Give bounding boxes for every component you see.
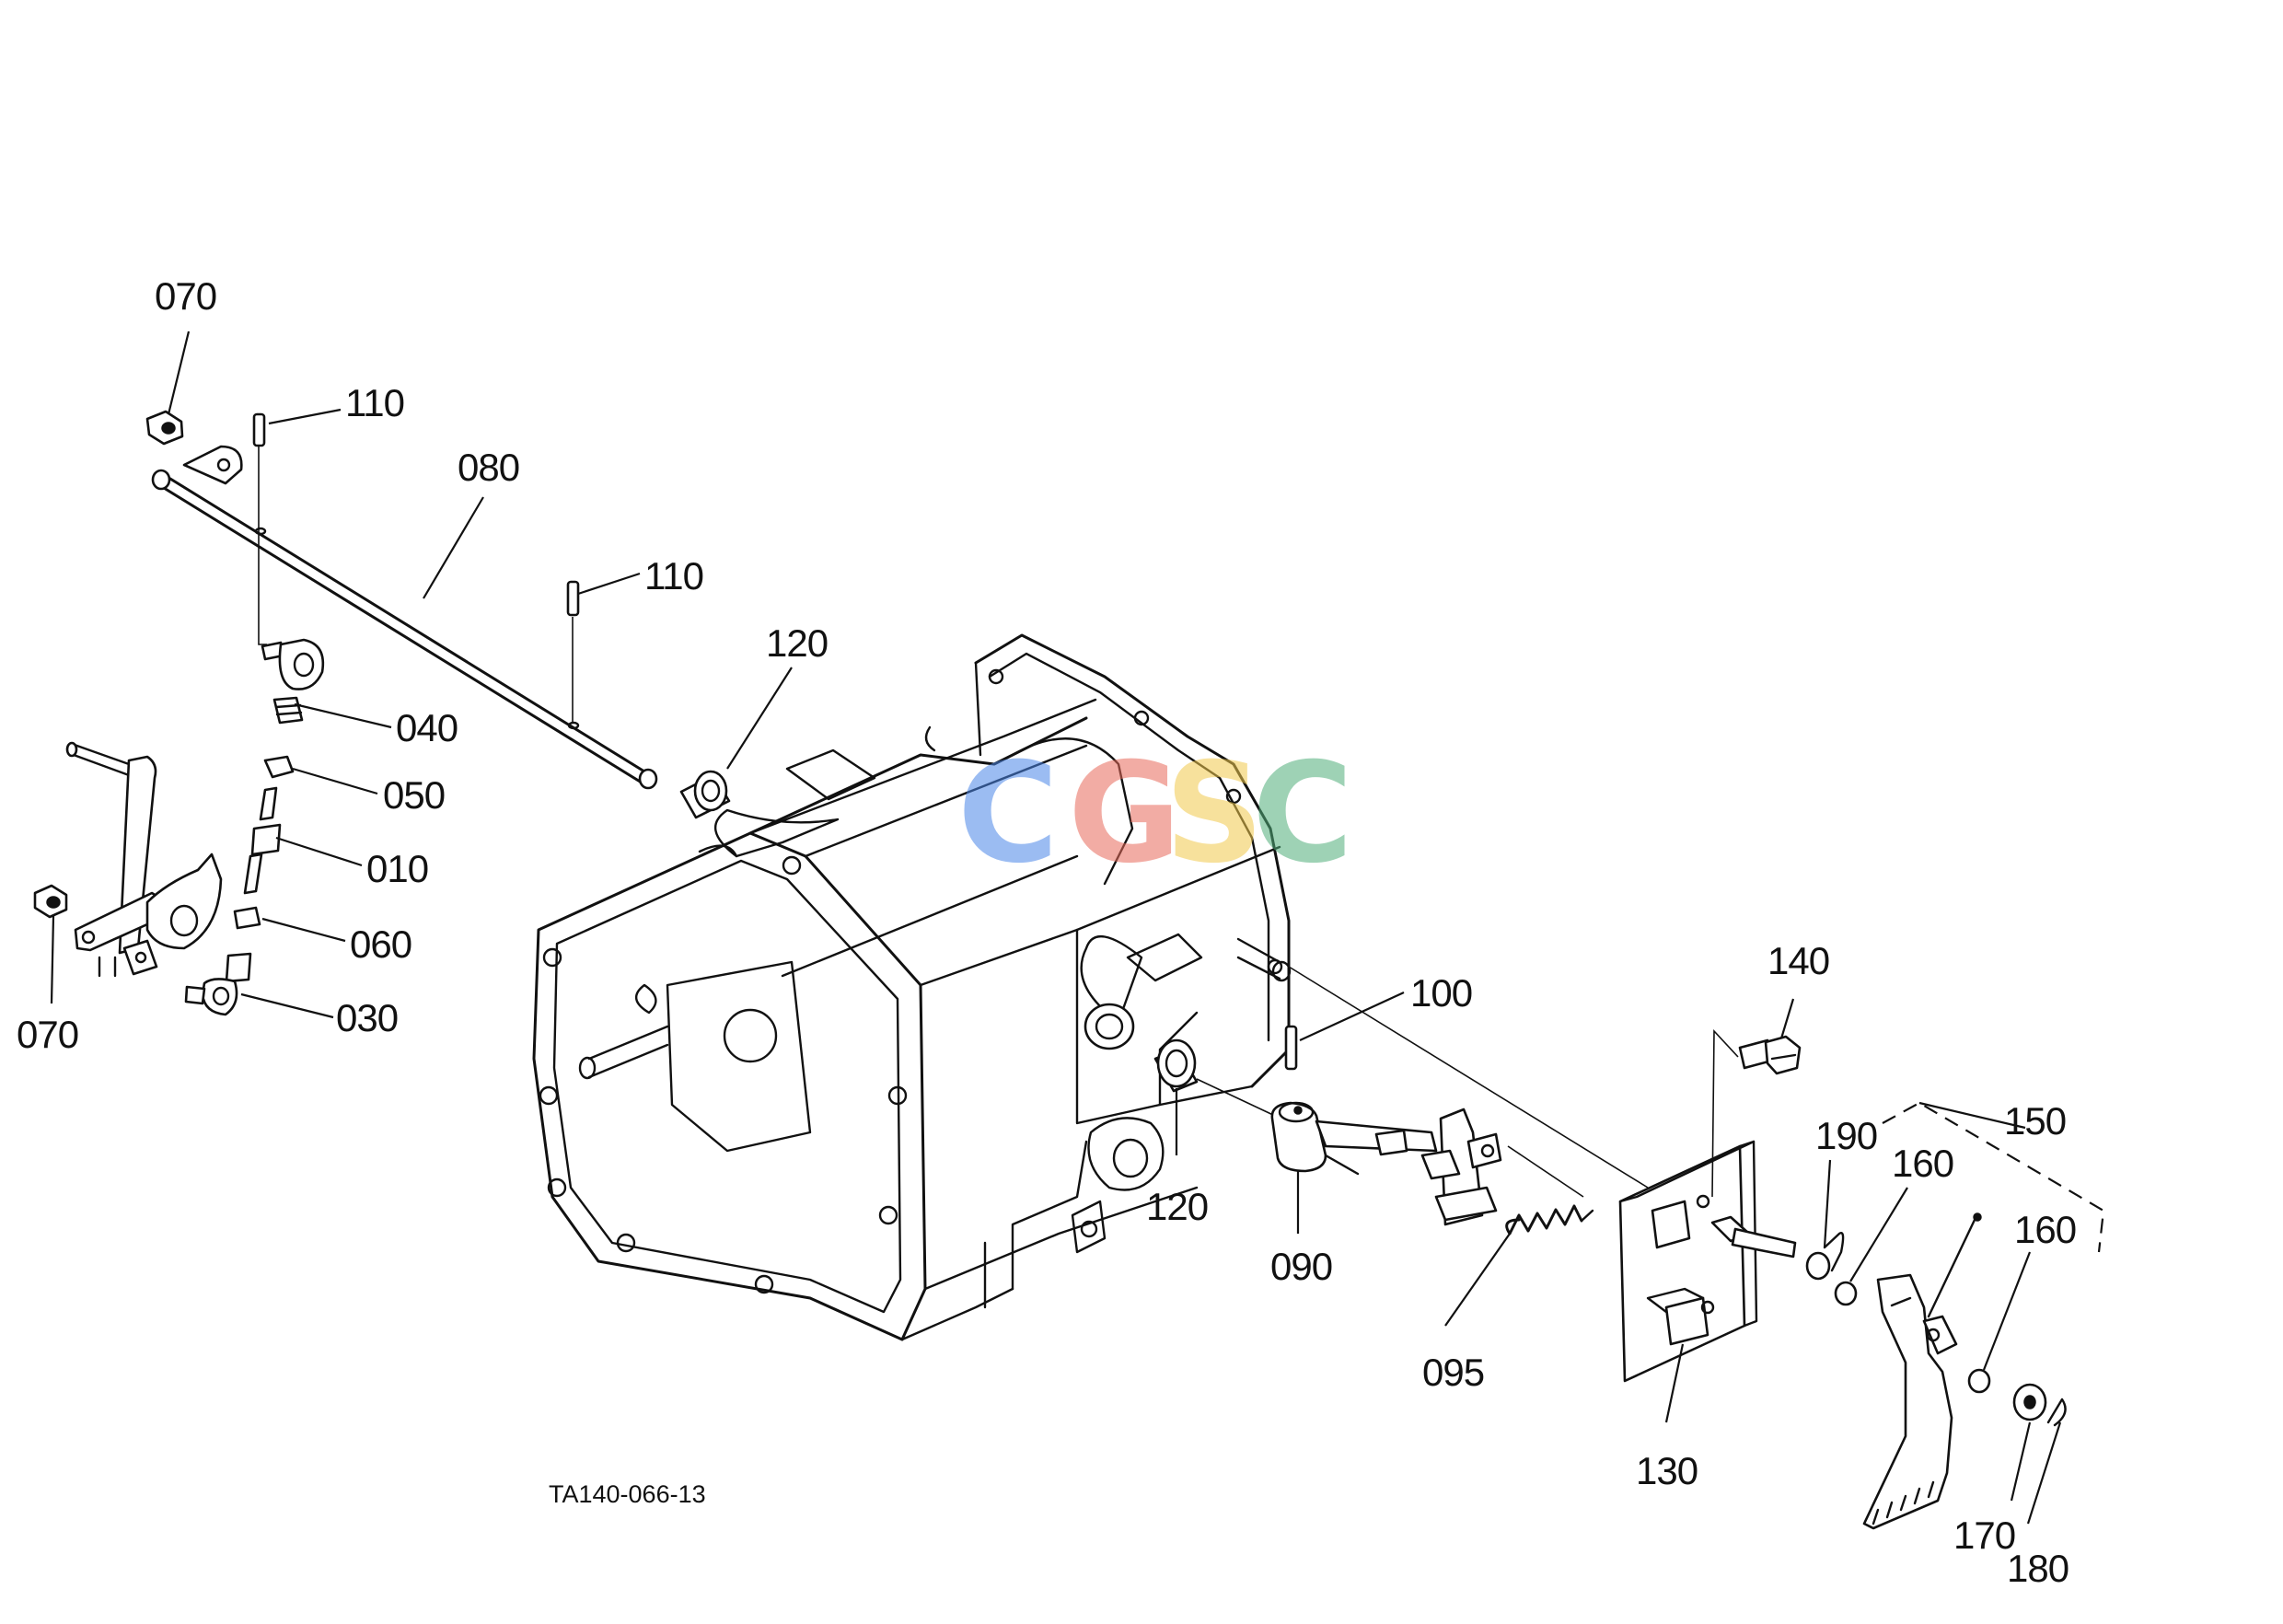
pin-100 — [1284, 1025, 1298, 1071]
cotter-pin-180 — [2046, 1398, 2067, 1427]
plate-130 — [1618, 1140, 1758, 1383]
nut-070-bottom — [33, 884, 68, 919]
collar-160-b — [1967, 1368, 1991, 1394]
pin-110-mid — [566, 580, 580, 617]
callout-090: 090 — [1270, 1245, 1332, 1288]
callout-040: 040 — [396, 706, 458, 749]
callout-070-top: 070 — [155, 274, 216, 318]
callout-110-mid: 110 — [644, 554, 703, 597]
nut-050 — [263, 755, 295, 779]
callout-050: 050 — [383, 773, 445, 817]
callout-120-bottom: 120 — [1146, 1185, 1208, 1228]
spring-095 — [1505, 1204, 1594, 1235]
callout-030: 030 — [336, 996, 398, 1039]
pedal-150 — [1862, 1212, 1982, 1530]
rod-end-040 — [261, 638, 325, 725]
rod-end-030 — [184, 952, 252, 1016]
callout-labels: 070 110 080 110 120 040 050 010 060 030 … — [17, 274, 2077, 1590]
washer-170 — [2012, 1383, 2047, 1421]
bushing-120-top — [679, 770, 731, 819]
callout-140: 140 — [1767, 939, 1829, 982]
shaft-080 — [151, 445, 658, 790]
bolt-140 — [1738, 1035, 1802, 1075]
callout-010: 010 — [366, 847, 428, 890]
nut-070-top — [145, 410, 184, 446]
callout-120-top: 120 — [766, 621, 828, 665]
callout-160-b: 160 — [2014, 1208, 2076, 1251]
callout-080: 080 — [458, 446, 519, 489]
drawing-code: TA140-066-13 — [549, 1480, 706, 1508]
callout-110-top: 110 — [345, 381, 404, 424]
callout-160-a: 160 — [1892, 1142, 1953, 1185]
callout-130: 130 — [1636, 1449, 1698, 1492]
callout-180: 180 — [2007, 1547, 2069, 1590]
collar-160-a — [1834, 1281, 1858, 1306]
callout-190: 190 — [1815, 1114, 1877, 1157]
callout-100: 100 — [1410, 971, 1472, 1015]
watermark-letter-c2: C — [1252, 734, 1353, 894]
watermark-letter-s: S — [1165, 734, 1264, 894]
group-bracket-150 — [1882, 1101, 2105, 1253]
bell-crank-assembly — [65, 741, 223, 978]
nut-060 — [233, 906, 261, 930]
pin-110-top — [252, 412, 266, 447]
watermark-logo: C G S C — [957, 734, 1353, 894]
transmission-case — [532, 633, 1292, 1341]
callout-170: 170 — [1953, 1514, 2015, 1557]
watermark-letter-g: G — [1068, 734, 1181, 894]
stud-190 — [1710, 1215, 1845, 1281]
callout-150: 150 — [2004, 1099, 2066, 1143]
clevis-bracket — [1420, 1108, 1502, 1226]
callout-060: 060 — [350, 922, 411, 966]
bushing-120-bottom — [1153, 1038, 1199, 1093]
watermark-letter-c1: C — [957, 734, 1059, 894]
callout-095: 095 — [1422, 1351, 1484, 1394]
arm-090 — [1270, 1101, 1438, 1176]
callout-070-bottom: 070 — [17, 1013, 78, 1056]
turnbuckle-010 — [243, 786, 282, 895]
leader-lines — [50, 331, 2062, 1525]
